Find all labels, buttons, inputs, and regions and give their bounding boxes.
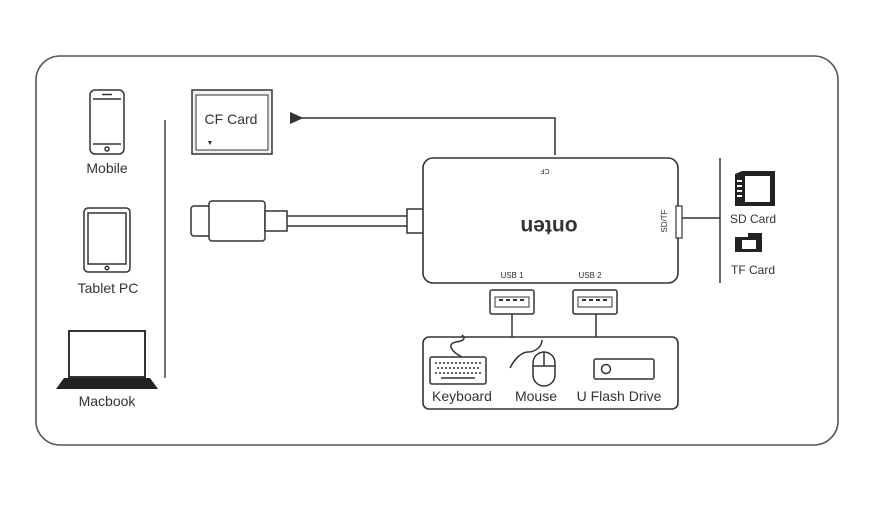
flash-drive-label: U Flash Drive [577, 388, 662, 404]
keyboard-label: Keyboard [432, 388, 492, 404]
usb1-port-icon [489, 289, 535, 315]
sd-card-label: SD Card [730, 212, 776, 226]
outer-frame [35, 55, 839, 446]
mouse-label: Mouse [515, 388, 557, 404]
mobile-icon [89, 89, 125, 155]
macbook-icon [56, 330, 158, 389]
tf-card-icon [735, 233, 762, 252]
tf-card-label: TF Card [731, 263, 775, 277]
hub-usb2-label: USB 2 [578, 271, 602, 280]
flash-drive-icon [593, 358, 655, 380]
sd-tf-slot [675, 205, 683, 239]
cable [287, 215, 407, 227]
tablet-label: Tablet PC [78, 280, 139, 296]
cf-card-label: CF Card [205, 111, 258, 127]
cf-card-icon [191, 89, 273, 155]
usb-c-plug-icon [190, 200, 288, 242]
cf-arrow [290, 112, 556, 155]
mouse-icon [509, 339, 556, 387]
hub-brand: onten [520, 215, 577, 238]
tablet-icon [83, 207, 131, 273]
hub-sd-tf-label: SD/TF [660, 209, 669, 232]
sd-card-icon [735, 171, 775, 206]
hub-cf-port-label: CF [540, 167, 549, 174]
keyboard-icon [429, 334, 487, 385]
macbook-label: Macbook [79, 393, 137, 409]
peripherals-box [422, 336, 679, 410]
usb2-port-icon [572, 289, 618, 315]
cf-card-marker: ▼ [207, 140, 214, 147]
hub-usb1-label: USB 1 [500, 271, 524, 280]
mobile-label: Mobile [86, 160, 127, 176]
